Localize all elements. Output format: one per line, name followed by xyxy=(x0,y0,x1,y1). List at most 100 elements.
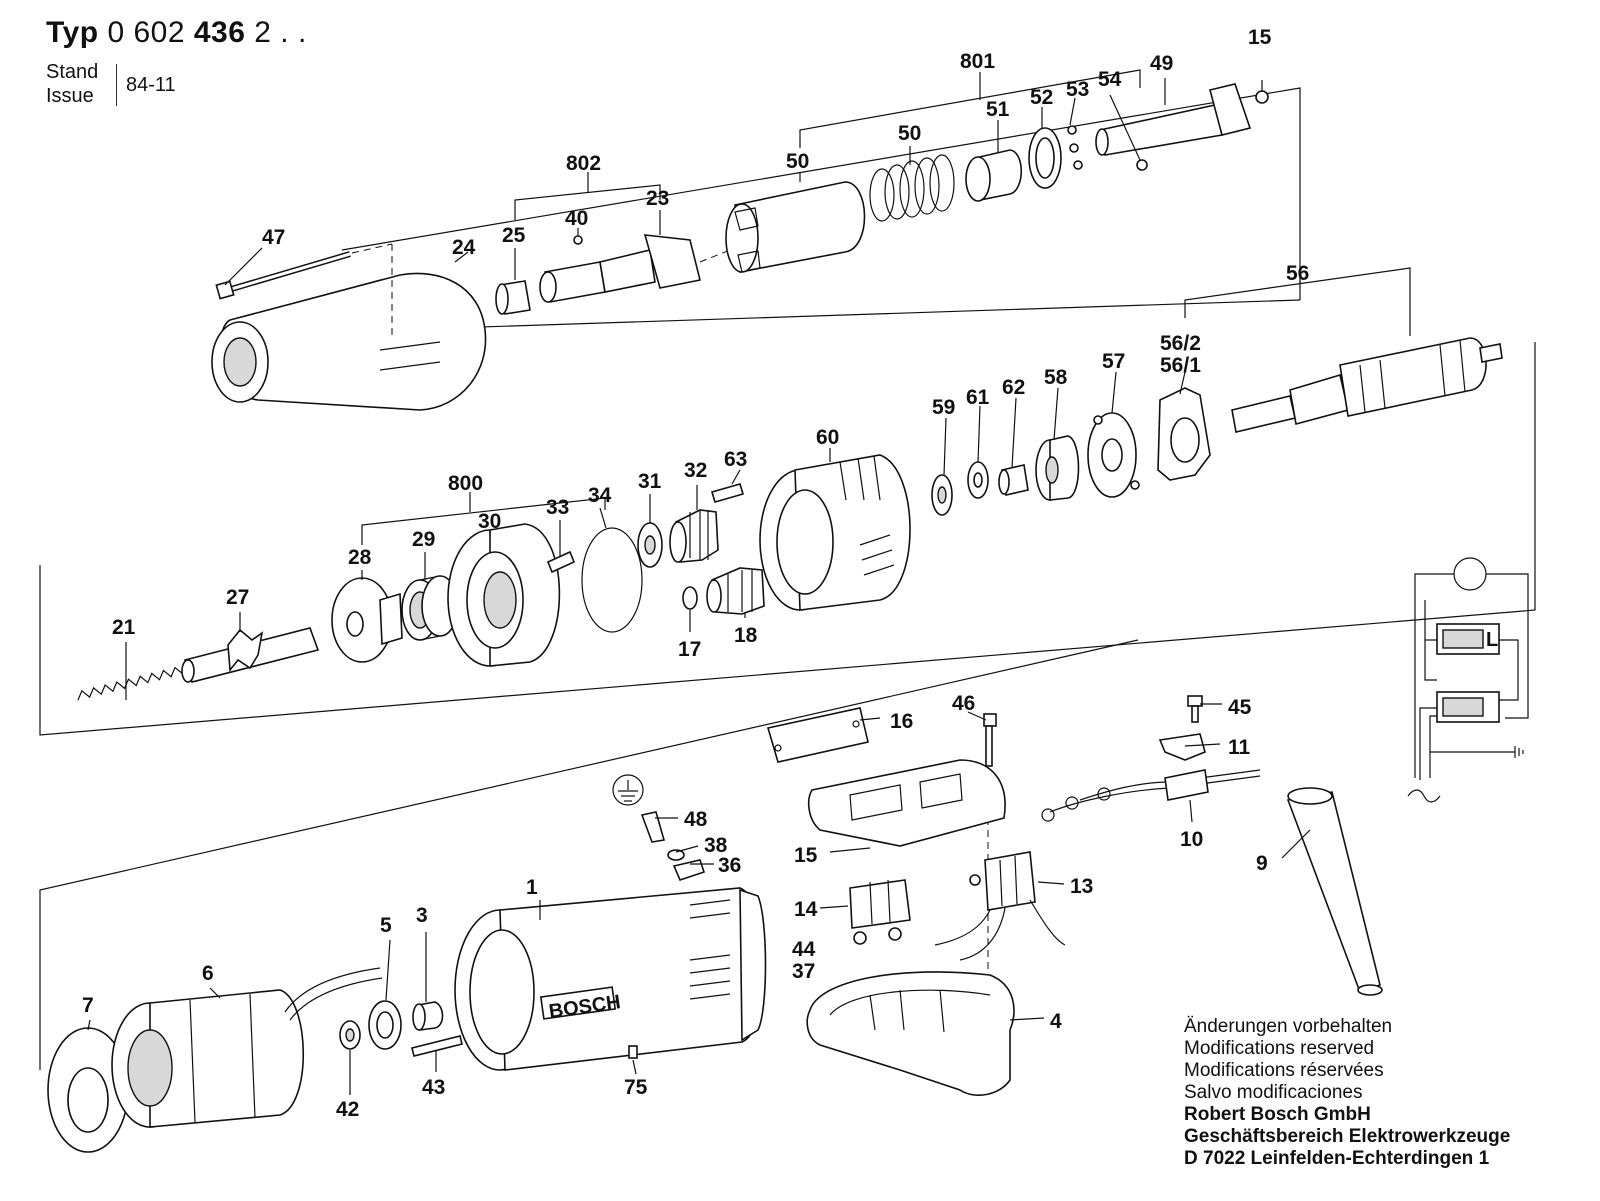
label-11: 11 xyxy=(1228,736,1251,759)
part-42-washer xyxy=(339,1020,361,1050)
company-division: Geschäftsbereich Elektrowerkzeuge xyxy=(1184,1126,1511,1147)
label-36: 36 xyxy=(718,854,741,877)
label-52: 51 xyxy=(986,98,1010,121)
stand-issue-labels: Stand Issue xyxy=(46,60,98,108)
label-34: 34 xyxy=(588,484,612,507)
note-es: Salvo modificaciones xyxy=(1184,1082,1363,1103)
part-4-handle xyxy=(806,971,1015,1096)
part-51-spring xyxy=(869,154,955,222)
label-38: 38 xyxy=(704,834,728,857)
label-50: 50 xyxy=(786,150,809,173)
label-40: 40 xyxy=(565,207,588,230)
part-number-labels: 15 801 49 53 54 52 51 50 50 802 23 40 25… xyxy=(82,26,1309,1121)
part-30-bearing-cover xyxy=(447,523,561,667)
label-44: 44 xyxy=(792,938,816,961)
part-56-armature xyxy=(1157,337,1503,481)
group-brackets xyxy=(361,69,1411,545)
label-7: 7 xyxy=(82,994,94,1017)
label-63: 63 xyxy=(724,448,747,471)
part-58-bearing xyxy=(1035,435,1080,501)
label-33: 33 xyxy=(546,496,569,519)
label-5: 5 xyxy=(380,914,392,937)
typ-number: 0 602 xyxy=(107,16,186,49)
part-14-switch xyxy=(849,879,911,945)
part-15-handle-cover xyxy=(807,759,1006,847)
label-17: 17 xyxy=(678,638,701,661)
label-57: 57 xyxy=(1102,350,1125,373)
wiring-schematic: L xyxy=(1407,557,1529,803)
switch-1-terminal: L xyxy=(1486,629,1498,651)
label-48: 48 xyxy=(684,808,708,831)
label-9: 9 xyxy=(1256,852,1268,875)
label-47: 47 xyxy=(262,226,285,249)
label-60: 60 xyxy=(816,426,839,449)
middle-row-frame xyxy=(39,342,1536,736)
label-53: 52 xyxy=(1030,86,1053,109)
ground-symbol-icon xyxy=(612,774,644,806)
part-49-drive-shaft xyxy=(1095,83,1269,156)
label-10: 10 xyxy=(1180,828,1203,851)
type-number: Typ 0 602 436 2 . . xyxy=(46,16,307,50)
label-42: 42 xyxy=(336,1098,359,1121)
part-21-spring xyxy=(77,666,184,701)
part-18-gear xyxy=(706,567,765,615)
header-divider xyxy=(116,64,117,106)
label-29: 29 xyxy=(412,528,435,551)
part-6-stator xyxy=(111,967,383,1128)
label-45: 45 xyxy=(1228,696,1252,719)
modification-notes: Änderungen vorbehalten Modifications res… xyxy=(1184,1016,1392,1104)
part-45-screw xyxy=(1187,695,1203,723)
label-41: 15 xyxy=(1248,26,1272,49)
part-43-screw xyxy=(411,1035,463,1057)
part-28-flange xyxy=(331,577,403,663)
label-30: 30 xyxy=(478,510,501,533)
label-801: 801 xyxy=(960,50,995,73)
label-4: 4 xyxy=(1050,1010,1062,1033)
label-28: 28 xyxy=(348,546,372,569)
label-16: 16 xyxy=(890,710,913,733)
label-75: 75 xyxy=(624,1076,648,1099)
company-address: D 7022 Leinfelden-Echterdingen 1 xyxy=(1184,1148,1490,1169)
part-33-screw xyxy=(546,550,576,574)
label-3: 3 xyxy=(416,904,428,927)
label-59: 59 xyxy=(932,396,955,419)
typ-bold: 436 xyxy=(193,16,246,49)
label-56: 56 xyxy=(1286,262,1309,285)
label-49: 49 xyxy=(1150,52,1173,75)
label-24: 24 xyxy=(452,236,476,259)
motor-symbol-icon xyxy=(1453,557,1487,591)
part-10-cable xyxy=(1041,769,1261,822)
label-27: 27 xyxy=(226,586,249,609)
issue-label: Issue xyxy=(46,85,94,107)
label-32: 32 xyxy=(684,459,707,482)
label-25: 25 xyxy=(502,224,526,247)
part-53-ring xyxy=(1028,127,1062,189)
note-en: Modifications reserved xyxy=(1184,1038,1375,1059)
part-46-screw xyxy=(983,713,997,1000)
part-59-washer xyxy=(931,474,953,516)
label-31: 31 xyxy=(638,470,662,493)
part-29-bearing xyxy=(401,575,459,641)
part-60-motor-housing xyxy=(759,454,911,611)
company-name: Robert Bosch GmbH xyxy=(1184,1104,1371,1125)
company-info: Robert Bosch GmbH Geschäftsbereich Elekt… xyxy=(1184,1104,1510,1170)
part-25-bushing xyxy=(495,280,531,315)
bottom-row-frame xyxy=(39,639,1139,1070)
part-63-screw xyxy=(711,483,744,503)
label-51: 50 xyxy=(898,122,921,145)
issue-date: 84-11 xyxy=(126,74,176,96)
part-802-spindle xyxy=(539,234,731,303)
part-50-clutch-sleeve xyxy=(725,181,866,273)
part-11-cable-clamp xyxy=(1158,733,1206,761)
label-55: 54 xyxy=(1098,68,1122,91)
label-800: 800 xyxy=(448,472,483,495)
note-fr: Modifications réservées xyxy=(1184,1060,1384,1081)
part-5-ring xyxy=(368,1000,402,1050)
label-56-2: 56/2 xyxy=(1160,332,1201,355)
leader-lines xyxy=(87,78,1311,1095)
label-61: 61 xyxy=(966,386,990,409)
note-de: Änderungen vorbehalten xyxy=(1184,1016,1393,1037)
part-47-screw xyxy=(215,243,393,300)
part-34-o-ring xyxy=(581,527,643,633)
part-36-clamp xyxy=(672,859,706,881)
